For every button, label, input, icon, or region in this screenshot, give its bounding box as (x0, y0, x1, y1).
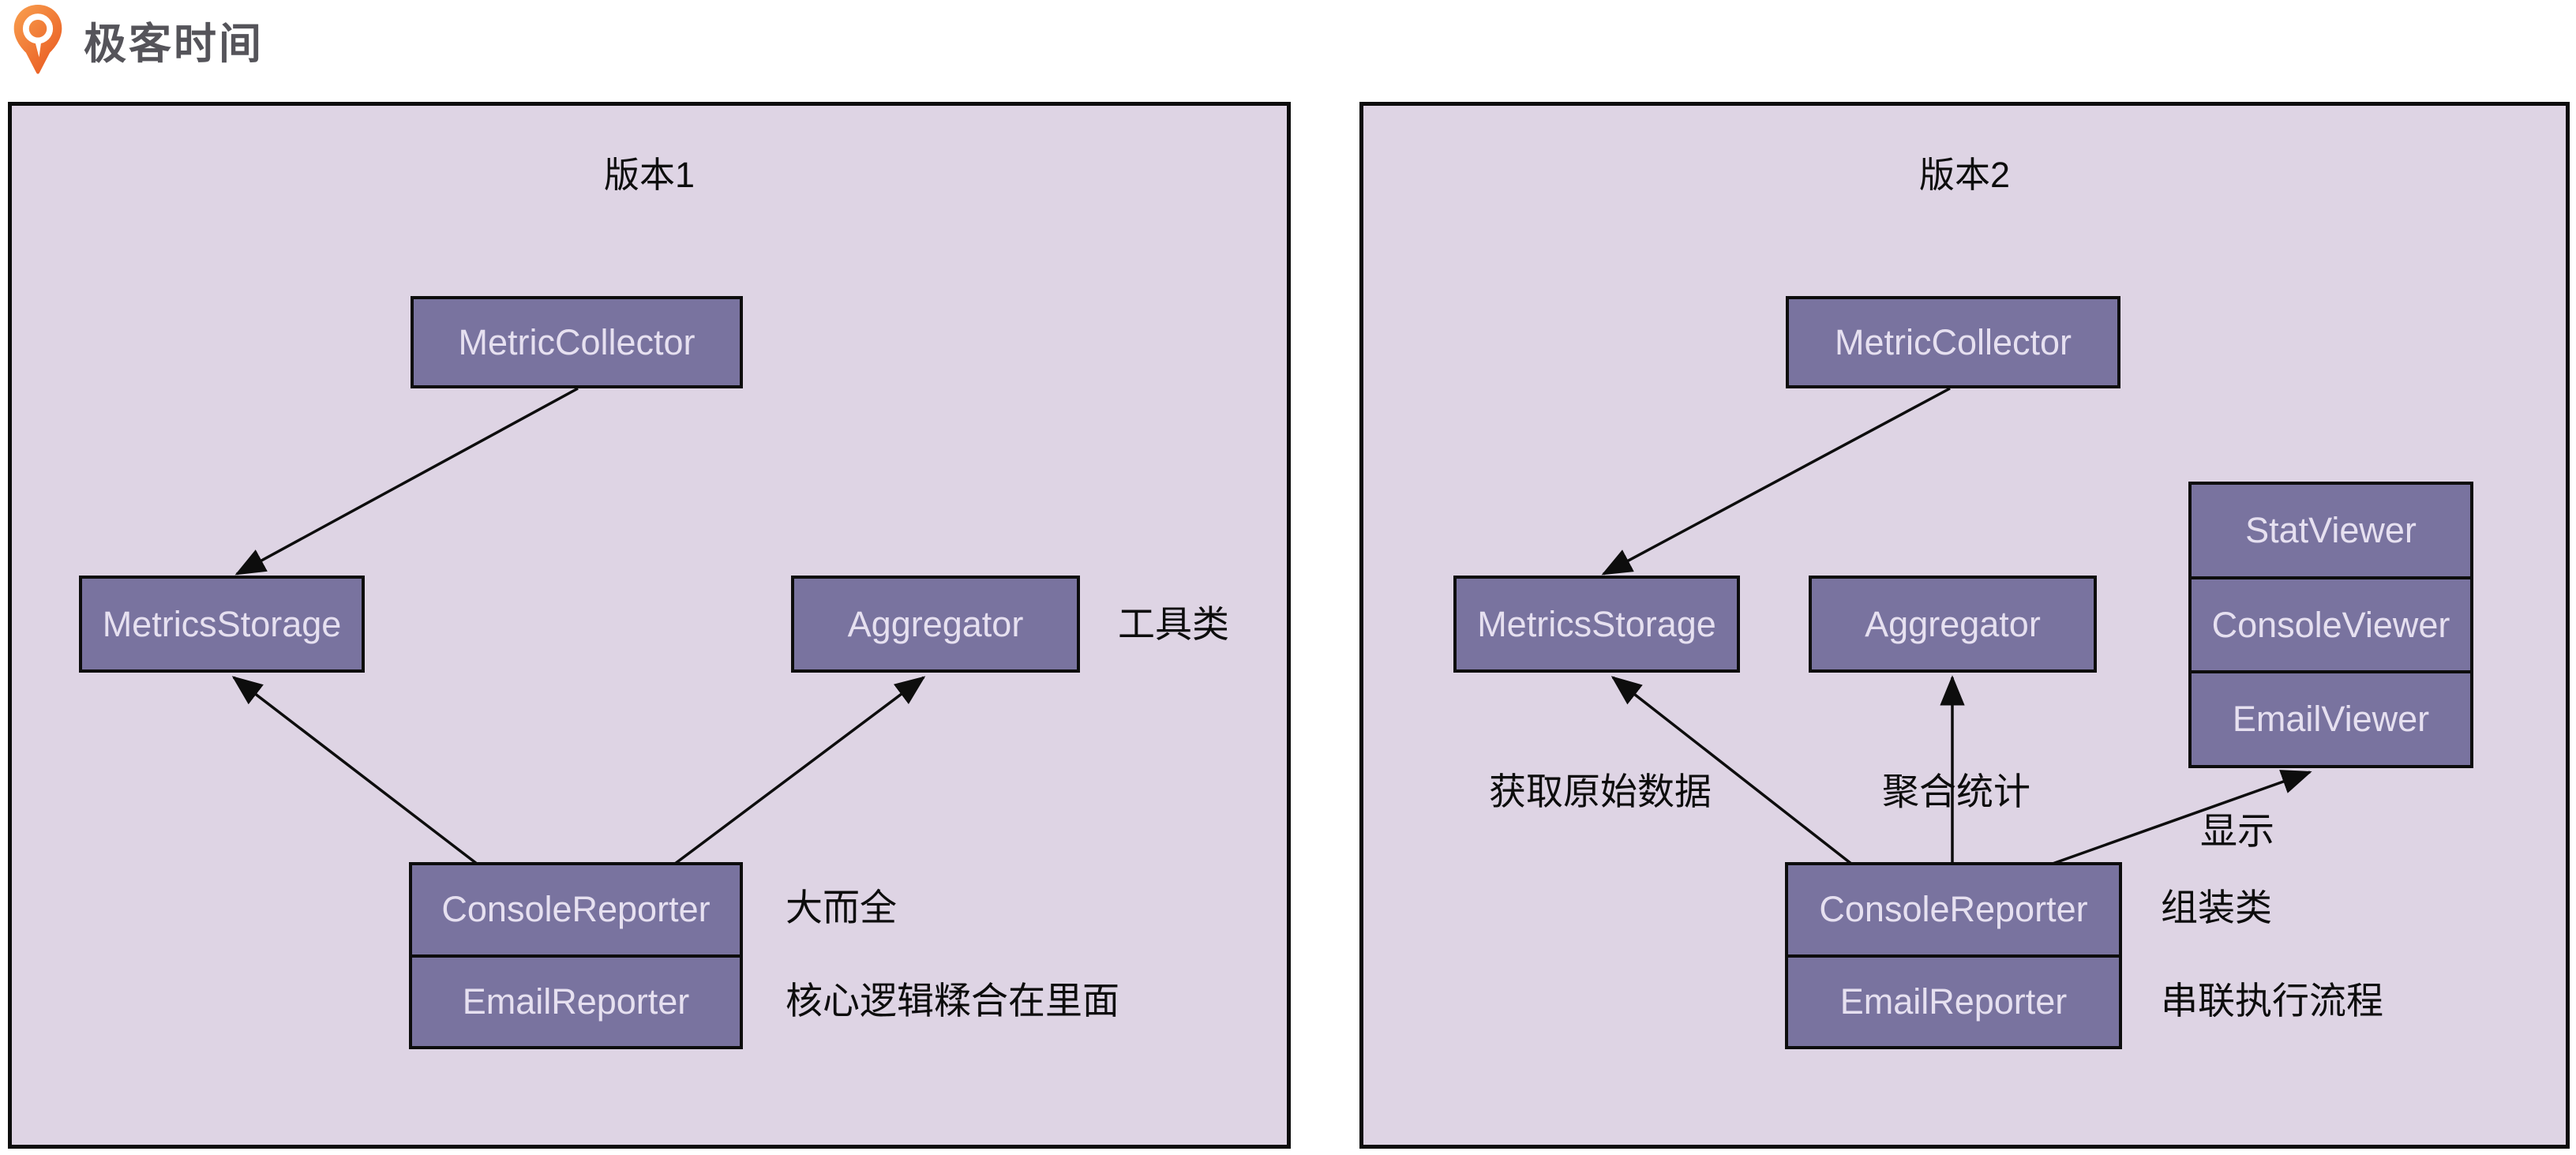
node-viewer-stack-v2: StatViewer ConsoleViewer EmailViewer (2188, 482, 2473, 768)
node-label-aggregator-v1: Aggregator (847, 603, 1024, 644)
node-row-email-reporter-v2: EmailReporter (1788, 954, 2119, 1047)
node-label-aggregator-v2: Aggregator (1865, 603, 2041, 644)
panel2-title: 版本2 (1918, 155, 2011, 195)
annotation-utility-class: 工具类 (1118, 603, 1229, 645)
node-row-email-reporter-v1: EmailReporter (412, 954, 740, 1047)
node-metric-collector-v1: MetricCollector (411, 296, 743, 388)
annotation-aggregate-stats: 聚合统计 (1882, 771, 2030, 812)
geektime-logo-icon (13, 4, 62, 74)
node-metrics-storage-v1: MetricsStorage (79, 576, 365, 673)
panel1-title: 版本1 (603, 155, 696, 195)
brand-logo: 极客时间 (13, 2, 264, 77)
node-aggregator-v2: Aggregator (1809, 576, 2097, 673)
node-row-stat-viewer-v2: StatViewer (2245, 509, 2417, 550)
annotation-all-in-one: 大而全 (786, 887, 897, 928)
node-reporter-stack-v2: ConsoleReporter EmailReporter (1785, 862, 2122, 1049)
node-label-metric-collector-v2: MetricCollector (1834, 321, 2072, 362)
node-row-console-reporter-v1: ConsoleReporter (441, 889, 711, 930)
node-row-email-viewer-v2: EmailViewer (2192, 670, 2470, 765)
annotation-fetch-raw-data: 获取原始数据 (1489, 771, 1712, 812)
annotation-core-logic: 核心逻辑糅合在里面 (786, 980, 1119, 1022)
annotation-assembly-class: 组装类 (2161, 887, 2272, 928)
node-aggregator-v1: Aggregator (791, 576, 1080, 673)
node-row-console-viewer-v2: ConsoleViewer (2192, 576, 2470, 671)
node-label-metrics-storage-v1: MetricsStorage (102, 603, 342, 644)
node-label-metric-collector-v1: MetricCollector (458, 321, 696, 362)
node-metric-collector-v2: MetricCollector (1786, 296, 2120, 388)
node-reporter-stack-v1: ConsoleReporter EmailReporter (409, 862, 743, 1049)
annotation-display: 显示 (2200, 810, 2274, 852)
annotation-chain-flow: 串联执行流程 (2161, 980, 2383, 1022)
node-row-console-reporter-v2: ConsoleReporter (1819, 889, 2088, 930)
node-label-metrics-storage-v2: MetricsStorage (1477, 603, 1716, 644)
node-metrics-storage-v2: MetricsStorage (1453, 576, 1740, 673)
brand-name: 极客时间 (84, 20, 264, 68)
